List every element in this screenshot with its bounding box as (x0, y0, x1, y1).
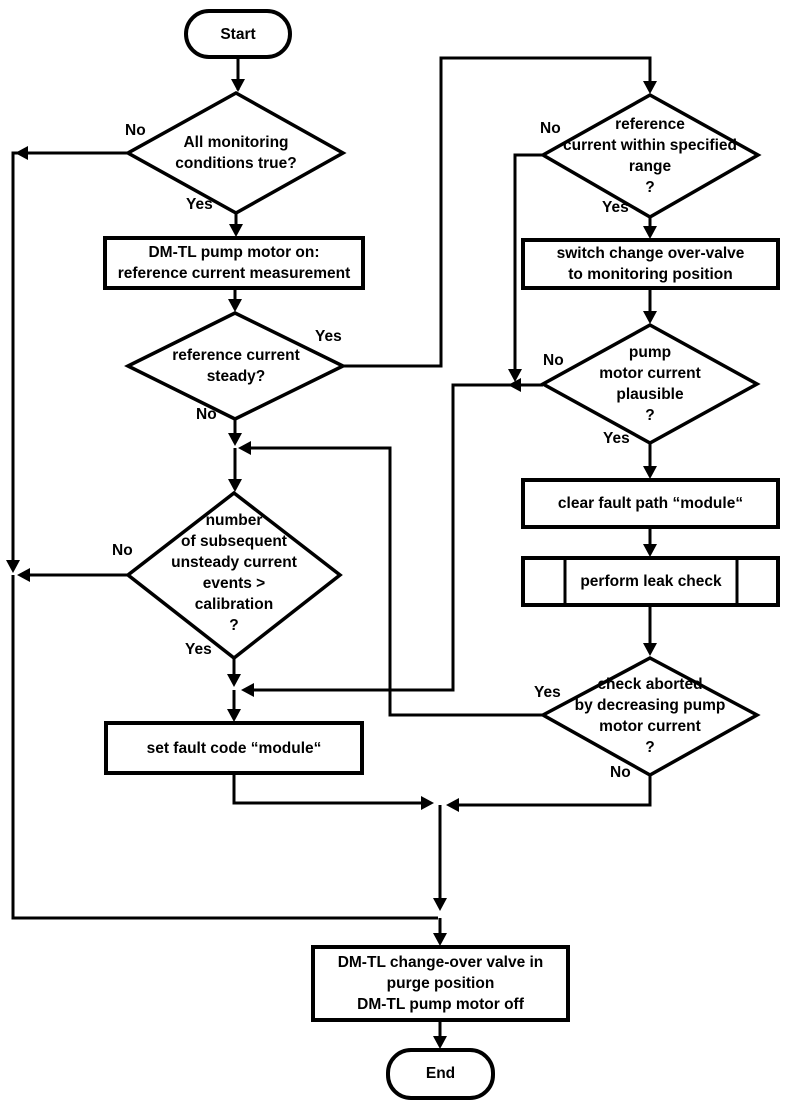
arrowhead-into-check-aborted (643, 643, 657, 656)
arrowhead-left-corner-no (15, 146, 28, 160)
arrowhead-into-leak-check (643, 544, 657, 557)
decision-ref-current-steady (124, 311, 347, 421)
arrowhead-into-steady (228, 299, 242, 312)
arrowhead-plausible-no-mid (508, 378, 521, 392)
arrowhead-unsteady-yes-merge2 (227, 674, 241, 687)
arrowhead-merge3-bottom (433, 898, 447, 911)
arrowhead-left-line-junction (6, 560, 20, 573)
decision-ref-current-range (539, 92, 762, 220)
terminator-end (386, 1048, 495, 1100)
arrowhead-steady-no-merge1 (228, 433, 242, 446)
arrowhead-check-no-merge3 (446, 798, 459, 812)
arrowhead-into-valve-purge (433, 933, 447, 946)
decision-pump-current-plausible (539, 323, 761, 445)
process-set-fault-code (104, 721, 364, 775)
process-switch-valve (521, 238, 780, 290)
arrowhead-noline-merge2 (241, 683, 254, 697)
arrowhead-into-range (643, 81, 657, 94)
arrowhead-range-no-join (508, 369, 522, 382)
decision-check-aborted (539, 656, 761, 778)
predefined-process-leak-check (521, 556, 780, 607)
connector-check-aborted-yes-return (241, 446, 543, 717)
arrowhead-into-unsteady-events (228, 479, 242, 492)
connector-steady-yes-to-range (343, 56, 652, 368)
process-clear-fault-path (521, 478, 780, 529)
connector-all-monitoring-no-left-down (11, 151, 128, 562)
arrowhead-into-pump-motor-on (229, 224, 243, 237)
arrowhead-setfault-merge3 (421, 796, 434, 810)
arrowhead-into-end (433, 1036, 447, 1049)
connector-plausible-no-left-down (244, 383, 543, 692)
arrowhead-into-set-fault-code (227, 709, 241, 722)
arrowhead-return-merge1 (238, 441, 251, 455)
terminator-start (184, 9, 292, 59)
connector-check-aborted-no (449, 775, 652, 807)
decision-all-monitoring (124, 90, 347, 216)
arrowhead-into-plausible (643, 311, 657, 324)
process-valve-purge (311, 945, 570, 1022)
arrowhead-into-all-monitoring (231, 79, 245, 92)
connector-range-no-down (513, 153, 543, 379)
connector-left-return-to-bottom-merge (11, 575, 438, 920)
decision-unsteady-events (125, 490, 343, 661)
process-pump-motor-on (103, 236, 365, 290)
arrowhead-into-clear-fault (643, 466, 657, 479)
connector-set-fault-code-out (232, 773, 431, 805)
arrowhead-into-switch-valve (643, 226, 657, 239)
arrowhead-unsteady-no-junction (17, 568, 30, 582)
